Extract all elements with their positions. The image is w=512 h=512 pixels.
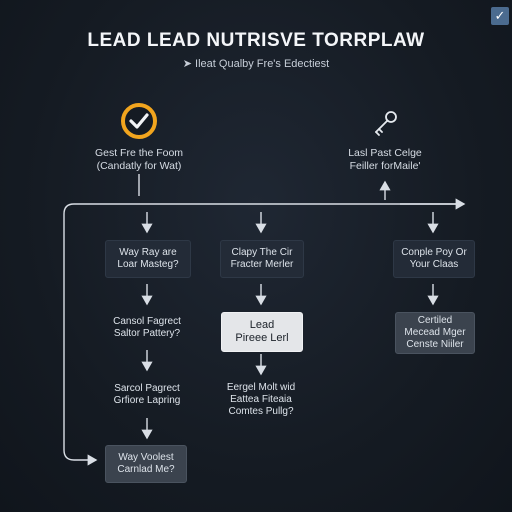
node-text: Eergel Molt wid [226,382,296,393]
flow-node-c2-3[interactable]: Eergel Molt wid Eattea Fiteaia Comtes Pu… [214,380,308,420]
node-text: Your Claas [409,259,459,270]
node-text: Sarcol Pagrect [114,383,180,394]
start-label-line2: (Candatly for Wat) [96,160,182,172]
bus-line [63,203,462,466]
start-label: Gest Fre the Foom (Candatly for Wat) [74,147,204,173]
node-text: Grfiore Lapring [113,395,181,406]
node-text: Fracter Merler [230,259,294,270]
page-title: LEAD LEAD NUTRISVE TORRPLAW [87,30,425,51]
node-text: Conple Poy Or [401,247,467,258]
end-label-line2: Feiller forMaile' [349,160,421,172]
node-text: Carnlad Me? [117,464,175,475]
flow-node-c2-1[interactable]: Clapy The Cir Fracter Merler [220,240,304,278]
flow-node-c1-4[interactable]: Way Voolest Carnlad Me? [105,445,187,483]
check-circle-icon [121,103,157,139]
flow-node-c3-1[interactable]: Conple Poy Or Your Claas [393,240,475,278]
node-text: Mecead Mger [404,327,466,338]
node-text: Saltor Pattery? [113,328,181,339]
flow-node-c2-2[interactable]: Lead Pireee Lerl [221,312,303,352]
node-text: Way Voolest [118,452,174,463]
node-text: Clapy The Cir [231,247,293,258]
flow-node-c1-2[interactable]: Cansol Fagrect Saltor Pattery? [100,312,194,344]
node-text: Certiled [417,315,453,326]
end-label-line1: Lasl Past Celge [348,147,422,159]
flow-node-c1-1[interactable]: Way Ray are Loar Masteg? [105,240,191,278]
node-text: Cansol Fagrect [113,316,181,327]
checkbox-icon[interactable]: ✓ [491,7,509,25]
start-label-line1: Gest Fre the Foom [94,147,184,159]
node-text: Comtes Pullg? [228,406,294,417]
node-text: Loar Masteg? [117,259,179,270]
page-subtitle: ➤ Ileat Qualby Fre's Edectiest [182,58,330,70]
node-text: Way Ray are [119,247,177,258]
node-text: Lead [249,319,275,331]
flow-node-c1-3[interactable]: Sarcol Pagrect Grfiore Lapring [100,378,194,412]
key-icon [375,111,397,136]
node-text: Censte Niiler [406,339,464,350]
node-text: Eattea Fiteaia [230,394,292,405]
end-label: Lasl Past Celge Feiller forMaile' [320,147,450,173]
node-text: Pireee Lerl [235,332,289,344]
flow-node-c3-2[interactable]: Certiled Mecead Mger Censte Niiler [395,312,475,354]
